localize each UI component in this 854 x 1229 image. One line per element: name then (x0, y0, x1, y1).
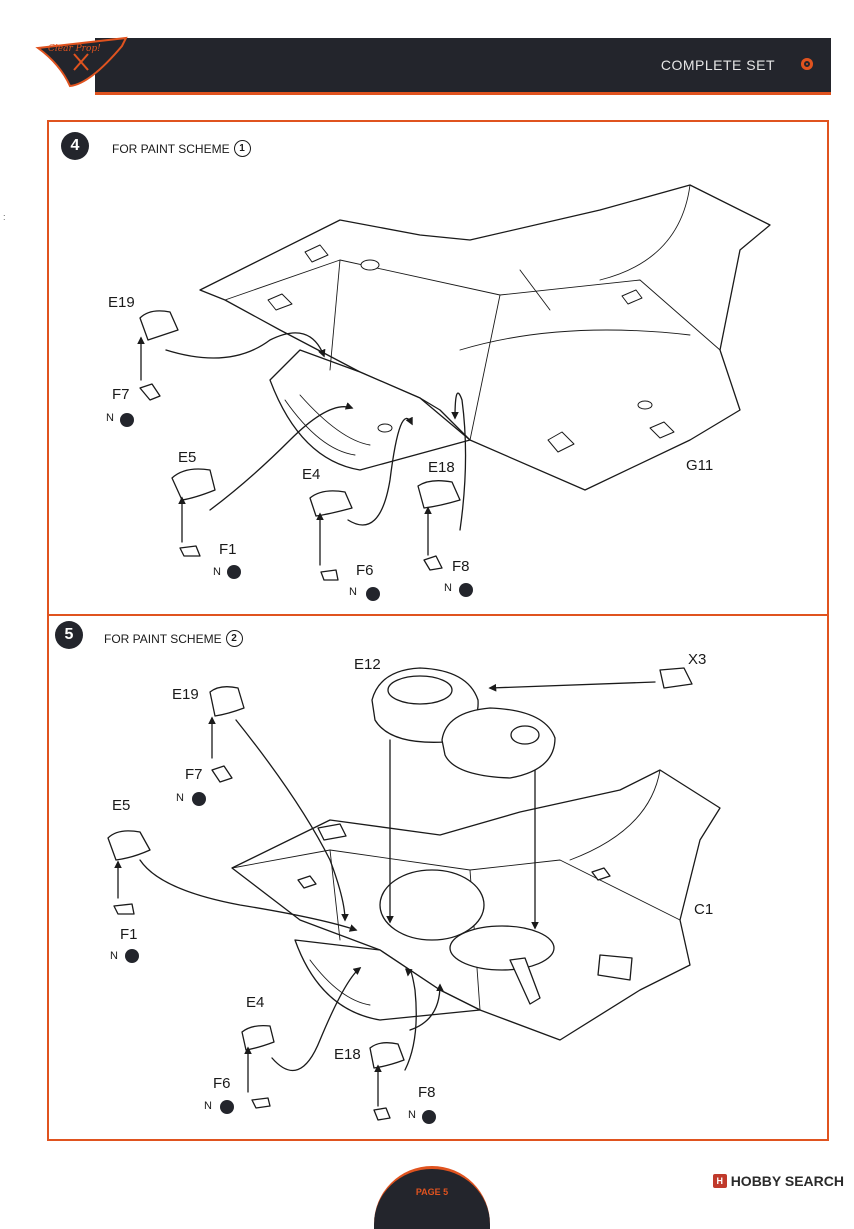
label-f1: F1 (219, 541, 237, 558)
label-x3: X3 (688, 651, 707, 668)
paint-code-n: N (444, 582, 452, 594)
part-e18-shape (417, 480, 461, 509)
paint-code-n: N (349, 586, 357, 598)
scheme-number: 2 (225, 630, 243, 647)
paint-code-n: N (106, 412, 114, 424)
label-f7: F7 (185, 766, 203, 783)
label-f7: F7 (112, 386, 130, 403)
paint-code-n: N (110, 950, 118, 962)
label-f6: F6 (213, 1075, 231, 1092)
fuselage-g11 (199, 184, 771, 491)
hobby-search-icon: H (712, 1174, 727, 1188)
label-f1: F1 (120, 926, 138, 943)
g11-bumps (267, 244, 675, 453)
label-e5: E5 (112, 797, 131, 814)
header-bar: COMPLETE SET (95, 38, 831, 95)
part-e19-s5 (209, 686, 245, 717)
assembly-drawing (107, 184, 771, 1124)
arrows-5 (114, 681, 656, 1107)
g11-panel-lines (224, 184, 721, 456)
label-f8: F8 (418, 1084, 436, 1101)
scheme-label-text: FOR PAINT SCHEME (104, 631, 222, 646)
side-mark: : (3, 212, 6, 222)
part-e4-s5 (241, 1024, 275, 1051)
part-e12-shape (371, 667, 556, 779)
label-e19: E19 (108, 294, 135, 311)
step-5-scheme: FOR PAINT SCHEME 2 (104, 630, 243, 647)
label-e19: E19 (172, 686, 199, 703)
label-e5: E5 (178, 449, 197, 466)
label-e4: E4 (246, 994, 265, 1011)
part-e19-shape (139, 310, 179, 341)
paint-dots-5 (125, 792, 436, 1124)
step-4-badge: 4 (61, 132, 89, 160)
step-5-panel (47, 614, 829, 1141)
brand-logo: Clear Prop! (35, 36, 128, 88)
part-e4-shape (309, 490, 353, 517)
watermark-text: HOBBY SEARCH (730, 1173, 844, 1189)
label-c1: C1 (694, 901, 714, 918)
c1-cockpit-openings (297, 823, 633, 1005)
label-e12: E12 (354, 656, 381, 673)
gear-icon (801, 58, 813, 70)
scheme-label-text: FOR PAINT SCHEME (112, 141, 230, 156)
paint-code-n: N (204, 1100, 212, 1112)
label-f8: F8 (452, 558, 470, 575)
part-x3-shape (659, 667, 693, 689)
page-number: PAGE 5 (415, 1187, 449, 1197)
label-g11: G11 (686, 457, 714, 474)
part-e5-shape (171, 468, 216, 501)
label-f6: F6 (356, 562, 374, 579)
paint-code-n: N (213, 566, 221, 578)
paint-dots-4 (120, 413, 473, 601)
small-parts-4 (139, 383, 443, 581)
label-e18: E18 (334, 1046, 361, 1063)
part-e18-s5 (369, 1042, 405, 1069)
scheme-number: 1 (233, 140, 251, 157)
part-e5-s5 (107, 830, 151, 861)
step-4-scheme: FOR PAINT SCHEME 1 (112, 140, 251, 157)
arrows-4 (137, 332, 467, 566)
label-e4: E4 (302, 466, 321, 483)
paint-code-n: N (176, 792, 184, 804)
svg-text:Clear Prop!: Clear Prop! (48, 44, 101, 54)
header-title: COMPLETE SET (660, 57, 775, 73)
step-5-badge: 5 (55, 621, 83, 649)
label-e18: E18 (428, 459, 455, 476)
watermark: H HOBBY SEARCH (712, 1173, 844, 1189)
small-parts-5 (113, 765, 391, 1121)
paint-code-n: N (408, 1109, 416, 1121)
